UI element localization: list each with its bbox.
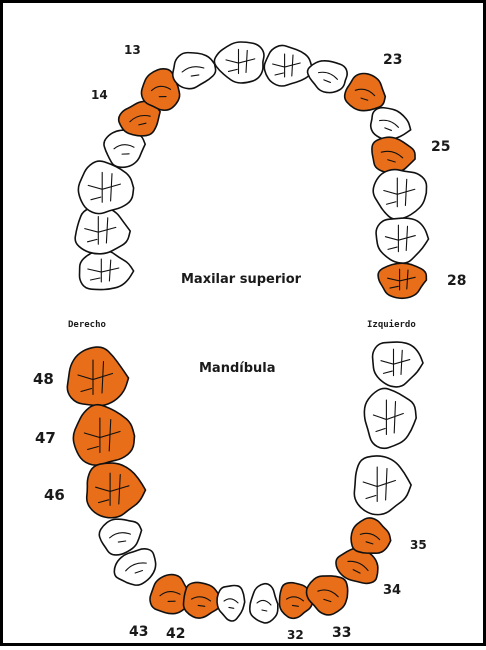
tooth-number-47: 47 (35, 429, 56, 447)
tooth-crown-26 (373, 170, 426, 220)
tooth-crown-41 (217, 586, 245, 621)
tooth-27 (376, 218, 428, 263)
tooth-26 (373, 170, 426, 220)
tooth-number-25: 25 (431, 139, 450, 155)
tooth-number-14: 14 (91, 88, 108, 102)
tooth-41 (217, 586, 245, 621)
tooth-48 (67, 347, 128, 406)
tooth-number-42: 42 (166, 626, 185, 642)
tooth-crown-27 (376, 218, 428, 263)
tooth-16 (78, 161, 133, 214)
tooth-31 (250, 584, 278, 623)
tooth-crown-42 (183, 582, 221, 618)
lower-arch-label: Mandíbula (199, 361, 276, 376)
tooth-28 (378, 263, 426, 298)
tooth-46 (87, 463, 146, 518)
tooth-crown-38 (373, 342, 423, 387)
tooth-42 (183, 582, 221, 618)
tooth-number-13: 13 (124, 43, 141, 57)
tooth-crown-36 (354, 456, 411, 515)
tooth-number-32: 32 (287, 628, 304, 642)
tooth-number-48: 48 (33, 370, 54, 388)
tooth-37 (364, 388, 416, 448)
tooth-21 (264, 45, 311, 86)
tooth-crown-17 (75, 207, 130, 254)
tooth-number-23: 23 (383, 52, 402, 68)
tooth-crown-47 (73, 405, 134, 466)
left-side-label: Izquierdo (367, 320, 416, 330)
tooth-18 (79, 250, 133, 289)
tooth-38 (373, 342, 423, 387)
tooth-crown-31 (250, 584, 278, 623)
tooth-36 (354, 456, 411, 515)
tooth-crown-16 (78, 161, 133, 214)
tooth-47 (73, 405, 134, 466)
tooth-number-35: 35 (410, 538, 427, 552)
tooth-11 (214, 42, 264, 83)
tooth-35 (349, 515, 394, 557)
upper-arch-label: Maxilar superior (181, 272, 301, 287)
tooth-33 (303, 572, 350, 618)
tooth-number-34: 34 (383, 583, 401, 598)
tooth-number-33: 33 (332, 625, 351, 641)
tooth-crown-48 (67, 347, 128, 406)
tooth-crown-33 (303, 572, 350, 618)
tooth-number-43: 43 (129, 624, 148, 640)
tooth-crown-35 (349, 515, 394, 557)
tooth-17 (75, 207, 130, 254)
tooth-number-46: 46 (44, 486, 65, 504)
right-side-label: Derecho (68, 320, 106, 330)
tooth-crown-46 (87, 463, 146, 518)
tooth-number-28: 28 (447, 273, 466, 289)
tooth-crown-18 (79, 250, 133, 289)
